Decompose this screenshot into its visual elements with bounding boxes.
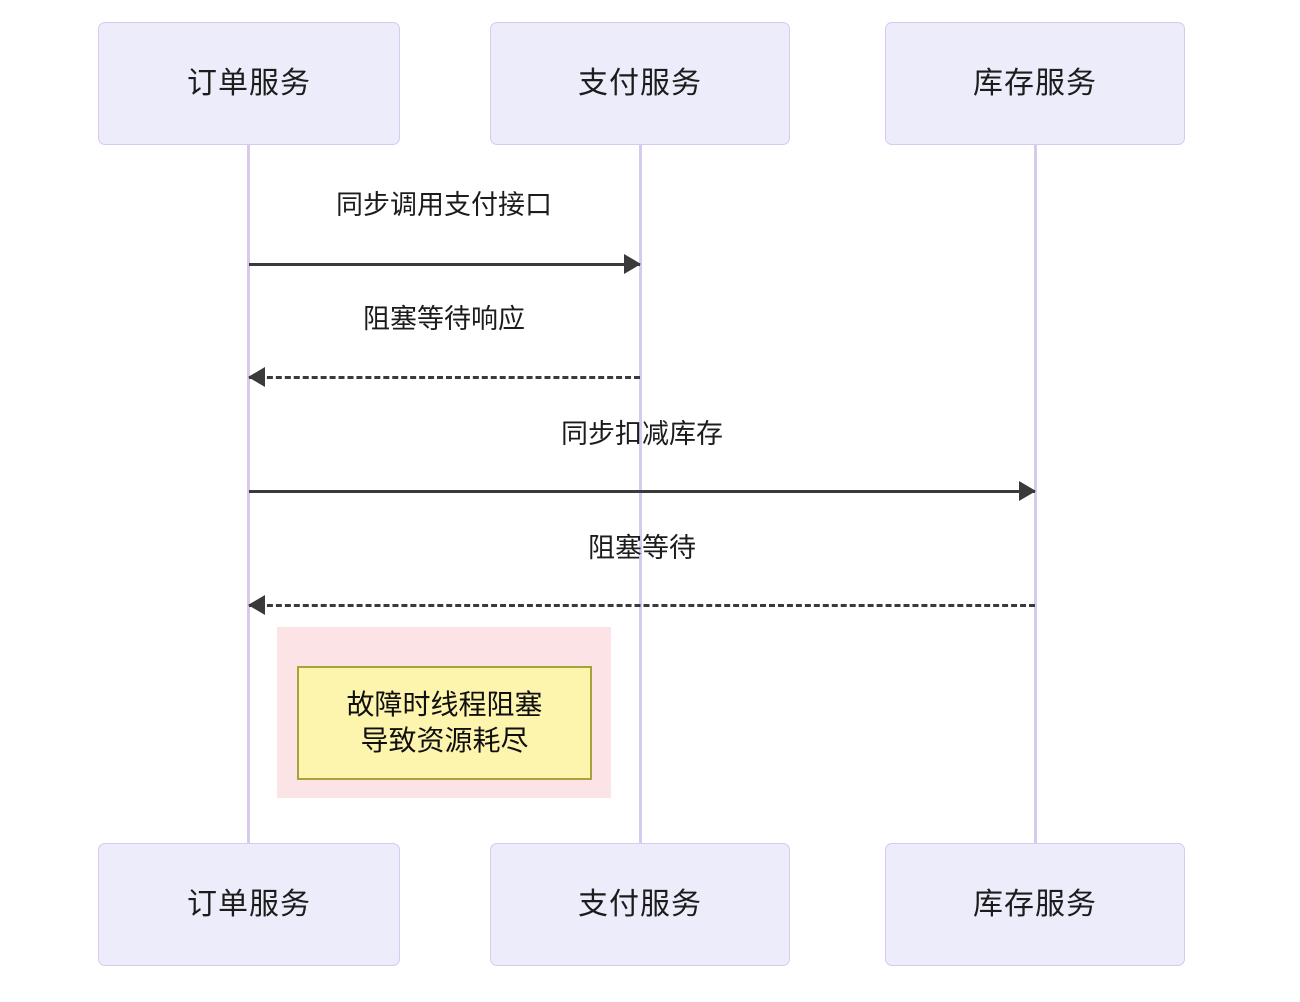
participant-box-payment-bottom[interactable]: 支付服务: [490, 843, 790, 966]
participant-label-payment-top: 支付服务: [578, 66, 702, 100]
note-line-1: 故障时线程阻塞: [346, 689, 543, 721]
message-line-1: [249, 263, 640, 266]
participant-box-order-bottom[interactable]: 订单服务: [98, 843, 400, 966]
message-line-3: [249, 490, 1035, 493]
participant-box-payment-top[interactable]: 支付服务: [490, 22, 790, 145]
arrowhead-right-icon-3: [1019, 481, 1036, 501]
arrowhead-right-icon-1: [624, 254, 641, 274]
message-label-4: 阻塞等待: [588, 533, 696, 563]
participant-box-stock-top[interactable]: 库存服务: [885, 22, 1185, 145]
arrowhead-left-icon-4: [248, 595, 265, 615]
participant-label-stock-bottom: 库存服务: [973, 887, 1097, 921]
lifeline-payment: [639, 145, 642, 843]
note-box[interactable]: 故障时线程阻塞 导致资源耗尽: [297, 666, 592, 780]
message-label-2: 阻塞等待响应: [363, 304, 525, 334]
participant-label-payment-bottom: 支付服务: [578, 887, 702, 921]
note-line-2: 导致资源耗尽: [360, 725, 529, 756]
message-line-2: [249, 376, 640, 379]
participant-box-stock-bottom[interactable]: 库存服务: [885, 843, 1185, 966]
participant-label-stock-top: 库存服务: [973, 66, 1097, 100]
message-label-1: 同步调用支付接口: [336, 190, 552, 220]
participant-box-order-top[interactable]: 订单服务: [98, 22, 400, 145]
message-label-3: 同步扣减库存: [561, 419, 723, 449]
arrowhead-left-icon-2: [248, 367, 265, 387]
message-line-4: [249, 604, 1035, 607]
participant-label-order-bottom: 订单服务: [187, 887, 311, 921]
participant-label-order-top: 订单服务: [187, 66, 311, 100]
lifeline-order: [247, 145, 250, 843]
